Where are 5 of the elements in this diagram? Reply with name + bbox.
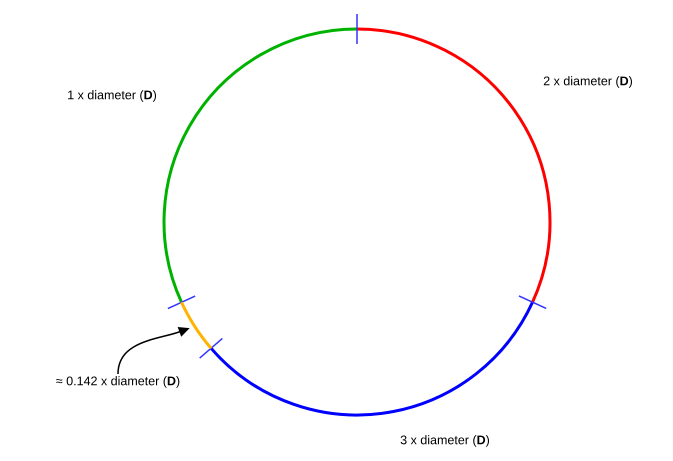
arc-label: 1 x diameter (D) bbox=[68, 90, 156, 102]
arc-label: 2 x diameter (D) bbox=[544, 76, 632, 88]
arc-label: 3 x diameter (D) bbox=[400, 435, 490, 447]
circle-arc bbox=[180, 302, 212, 350]
annotation-text: ≈ 0.142 x diameter (D) bbox=[56, 376, 180, 388]
